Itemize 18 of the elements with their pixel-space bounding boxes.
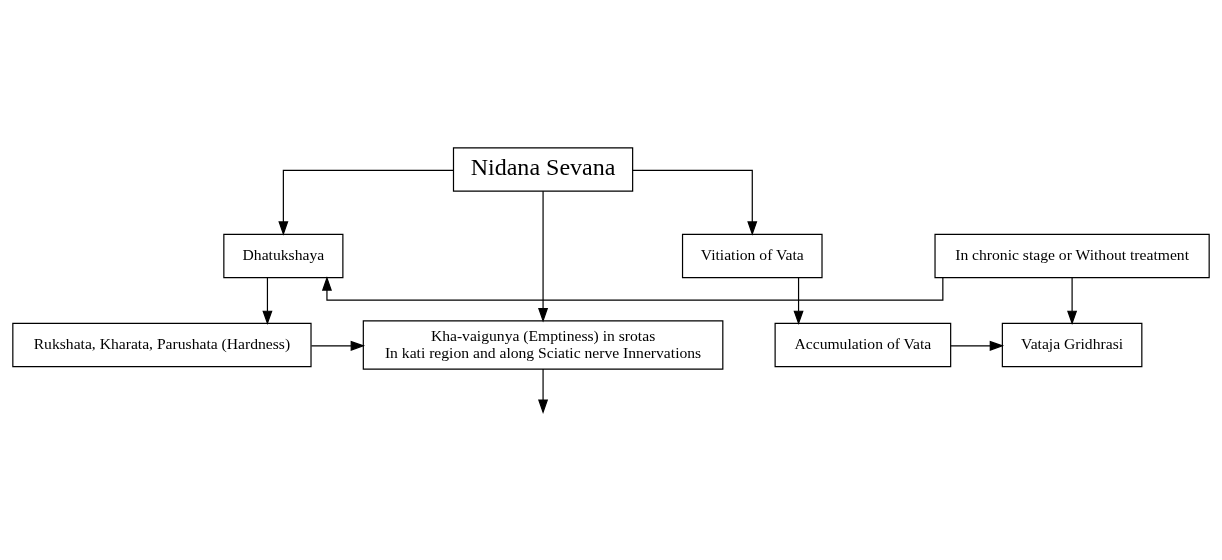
arrow [1067,276,1078,325]
arrow [538,367,549,414]
arrow [310,340,366,351]
node-box: Vitiation of Vata [681,233,823,278]
node-box: Kha-vaigunya (Emptiness) in srotas In kati region and along Sciatic nerve Innervations [362,319,724,370]
arrow [262,276,273,325]
arrow [321,275,944,301]
node-box: In chronic stage or Without treatment [934,233,1210,278]
node-box: Accumulation of Vata [774,322,952,367]
arrow [950,340,1005,351]
node-box: Vataja Gridhrasi [1001,322,1143,367]
node-box: Dhatukshaya [223,233,344,278]
arrow [538,190,549,322]
node-box: Nidana Sevana [452,146,634,192]
node-box: Rukshata, Kharata, Parushata (Hardness) [12,322,312,367]
arrow [278,169,454,236]
arrow [793,276,804,325]
arrow [632,169,758,236]
